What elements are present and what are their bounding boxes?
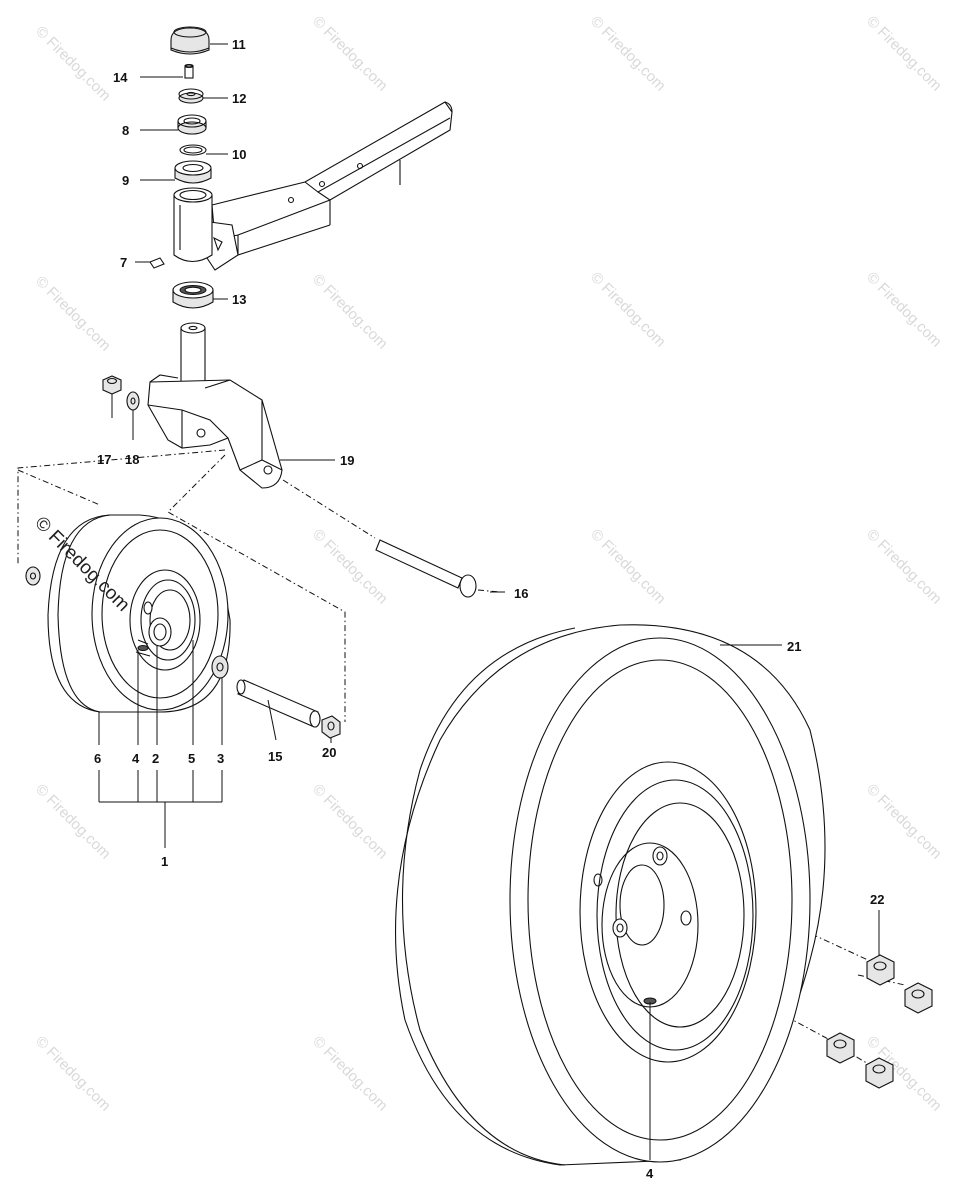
callout-labels: 11 14 12 8 10 9 7 13 17 18 19 16 21 6 4 … [94,37,884,1181]
callout-5: 5 [188,751,195,766]
callout-2: 2 [152,751,159,766]
callout-12: 12 [232,91,246,106]
watermark-16: © Firedog.com [32,1033,114,1115]
frame-arm-icon [204,101,453,271]
callout-4-caster: 4 [132,751,140,766]
watermark-4: © Firedog.com [863,13,945,95]
callout-17: 17 [97,452,111,467]
callout-19: 19 [340,453,354,468]
callout-1: 1 [161,854,168,869]
caster-fork-icon [147,322,283,489]
callout-7: 7 [120,255,127,270]
watermark-5: © Firedog.com [32,273,114,355]
callout-8: 8 [122,123,129,138]
watermark-15: © Firedog.com [863,781,945,863]
nut-17-icon [102,375,122,395]
callout-16: 16 [514,586,528,601]
grease-nipple-icon [149,257,165,269]
spacer-tube-icon [236,679,321,728]
callout-9: 9 [122,173,129,188]
callout-13: 13 [232,292,246,307]
steering-tube-icon [173,187,213,263]
callout-11: 11 [232,37,246,52]
spacer-washer-icon [211,655,229,679]
dust-cap-icon [170,26,210,55]
callout-15: 15 [268,749,282,764]
axle-bolt-icon [375,539,477,598]
leader-lines [98,43,880,1160]
watermark-8: © Firedog.com [863,269,945,351]
watermark-6: © Firedog.com [309,271,391,353]
watermark-11: © Firedog.com [863,526,945,608]
callout-22: 22 [870,892,884,907]
watermark-7: © Firedog.com [587,269,669,351]
lock-washer-icon [177,114,207,135]
watermark-10: © Firedog.com [587,526,669,608]
watermark-1: © Firedog.com [32,23,114,105]
watermark-2: © Firedog.com [309,13,391,95]
callout-6: 6 [94,751,101,766]
callout-21: 21 [787,639,801,654]
washer-left-icon [25,566,41,586]
watermark-9: © Firedog.com [309,526,391,608]
seal-ring-icon [179,144,207,156]
callout-18: 18 [125,452,139,467]
nut-20-icon [321,715,341,739]
caster-wheel-icon [47,514,231,713]
callout-14: 14 [113,70,128,85]
callout-20: 20 [322,745,336,760]
washer-18-icon [126,391,140,411]
drive-wheel-icon [395,624,826,1166]
nut-12-icon [178,88,204,104]
lug-nuts-icon [826,954,933,1089]
callout-4-drive: 4 [646,1166,654,1181]
watermark-12: © Firedog.com [32,781,114,863]
grease-fitting-icon [184,63,194,79]
watermark-13: © Firedog.com [309,781,391,863]
lower-bearing-icon [172,281,214,309]
upper-bearing-icon [174,160,212,184]
callout-10: 10 [232,147,246,162]
callout-3: 3 [217,751,224,766]
watermark-3: © Firedog.com [587,13,669,95]
watermark-17: © Firedog.com [309,1033,391,1115]
